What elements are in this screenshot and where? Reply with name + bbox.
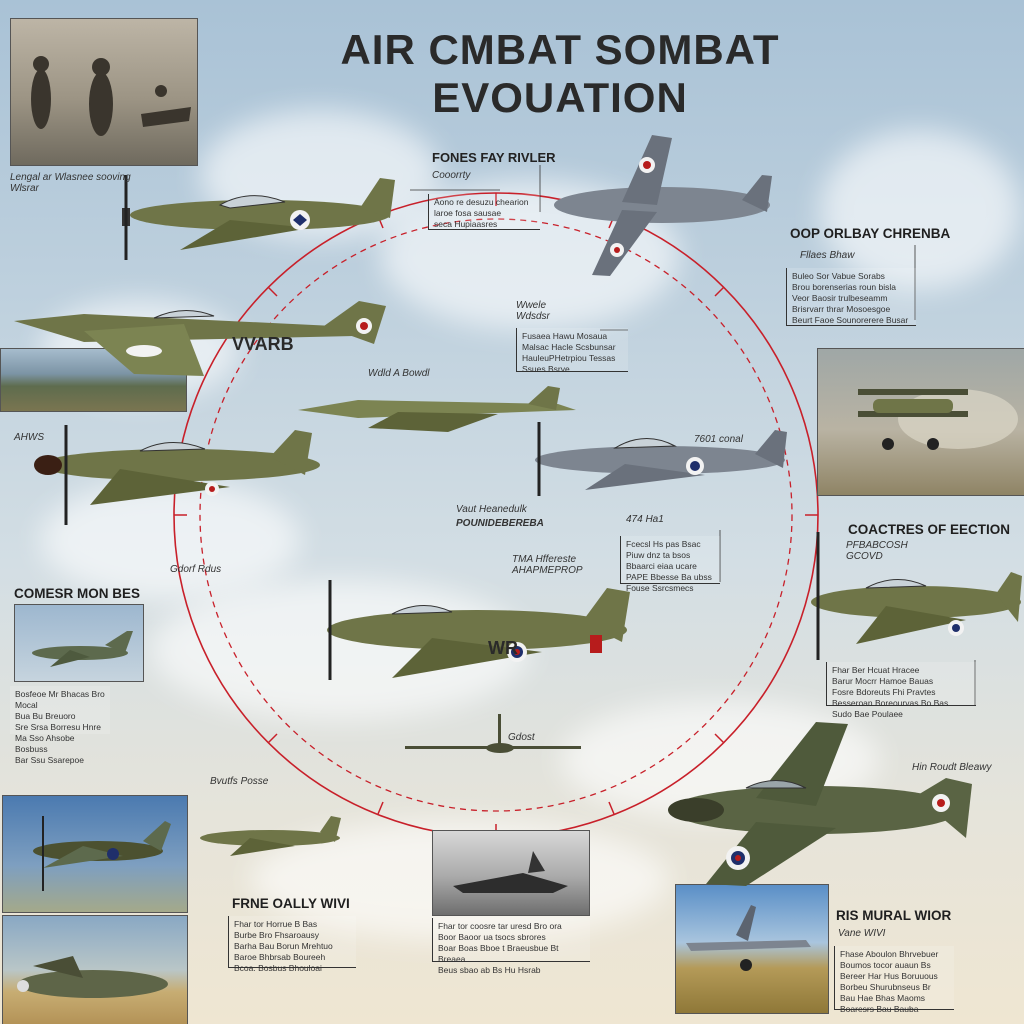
- fighter-sky-photo: [14, 604, 144, 682]
- poster-title: AIR CMBAT SOMBAT EVOUATION: [340, 26, 780, 121]
- mid-left-tag: Gdorf Rdus: [170, 564, 222, 575]
- right-mid-heading: COACTRES OF EECTION: [848, 522, 1011, 537]
- right-mid-subheading: PFBABCOSH GCOVD: [846, 540, 908, 562]
- small-olive-fighter: [200, 816, 341, 856]
- right-upper-description: Buleo Sor Vabue Sorabs Brou borenserias …: [786, 268, 916, 326]
- wreck-bw-photo: [432, 830, 590, 916]
- left-description: Bosfeoe Mr Bhacas Bro Mocal Bua Bu Breuo…: [10, 686, 110, 765]
- olive-fighter-left: [34, 425, 320, 525]
- jet-runway-photo: [675, 884, 829, 1014]
- jet-fighter-left: [14, 301, 386, 376]
- ground-crew-photo: [10, 18, 198, 166]
- bottom-left-tag: Bvutfs Posse: [210, 776, 269, 787]
- bottom-right-description: Fhase Aboulon Bhrvebuer Boumos tocor aua…: [834, 946, 954, 1014]
- biplane-takeoff-photo: [817, 348, 1024, 496]
- top-left-caption: Lengal ar Wlasnee sooving Wlsrar: [10, 172, 131, 194]
- bottom-center-description: Fhar tor coosre tar uresd Bro ora Boor B…: [432, 918, 590, 975]
- mid-plane-tag: WR: [488, 638, 518, 658]
- top-center-sublabel: Cooorrty: [432, 170, 471, 181]
- mid-title-a: Vaut Heanedulk: [456, 504, 527, 515]
- crashed-aircraft-photo: [2, 915, 188, 1024]
- center-note: Wwele Wdsdsr: [516, 300, 550, 322]
- right-upper-subheading: Fllaes Bhaw: [800, 250, 855, 261]
- cloud: [820, 130, 1020, 290]
- top-center-description: Aono re desuzu chearion laroe fosa sausa…: [428, 194, 540, 230]
- small-plane-tag: Gdost: [508, 732, 535, 743]
- mid-note-2: 474 Ha1: [626, 514, 664, 525]
- nose-label: Wdld A Bowdl: [368, 368, 430, 379]
- right-mid-description: Fhar Ber Hcuat Hracee Barur Mocrr Hamoe …: [826, 662, 976, 719]
- grey-prop-fighter: [535, 422, 787, 496]
- small-jet-center: [298, 386, 576, 432]
- plane-tag-1: VVARB: [232, 334, 294, 354]
- mid-note-1: TMA Hffereste AHAPMEPROP: [512, 554, 583, 576]
- olive-fighter-right: [811, 532, 1022, 660]
- right-upper-heading: OOP ORLBAY CHRENBA: [790, 226, 951, 241]
- center-description: Fusaea Hawu Mosaua Malsac Hacle Scsbunsa…: [516, 328, 628, 374]
- fighter-plane-1: [122, 175, 395, 260]
- airfield-fighter-photo: [2, 795, 188, 913]
- large-olive-fighter: [327, 580, 630, 680]
- bottom-heading-left: FRNE OALLY WIVI: [232, 896, 350, 911]
- bottom-right-subheading: Vane WIVI: [838, 928, 886, 939]
- twin-engine-jet: [668, 722, 972, 886]
- left-heading: COMESR MON BES: [14, 586, 141, 601]
- distant-plane-silhouette: [405, 714, 581, 753]
- bottom-right-tag: Hin Roudt Bleawy: [912, 762, 992, 773]
- grey-fighter-plane: [554, 135, 772, 276]
- cloud: [40, 480, 300, 600]
- bottom-right-heading: RIS MURAL WIOR: [836, 908, 952, 923]
- mid-description: Fcecsl Hs pas Bsac Piuw dnz ta bsos Bbaa…: [620, 536, 720, 593]
- plane-tag-2: 7601 conal: [694, 434, 743, 445]
- bottom-left-description: Fhar tor Horrue B Bas Burbe Bro Fhsaroau…: [228, 916, 356, 973]
- top-center-label: FONES FAY RIVLER: [432, 150, 556, 165]
- mid-title-b: POUNIDEBEREBA: [456, 518, 544, 529]
- wing-label: AHWS: [14, 432, 44, 443]
